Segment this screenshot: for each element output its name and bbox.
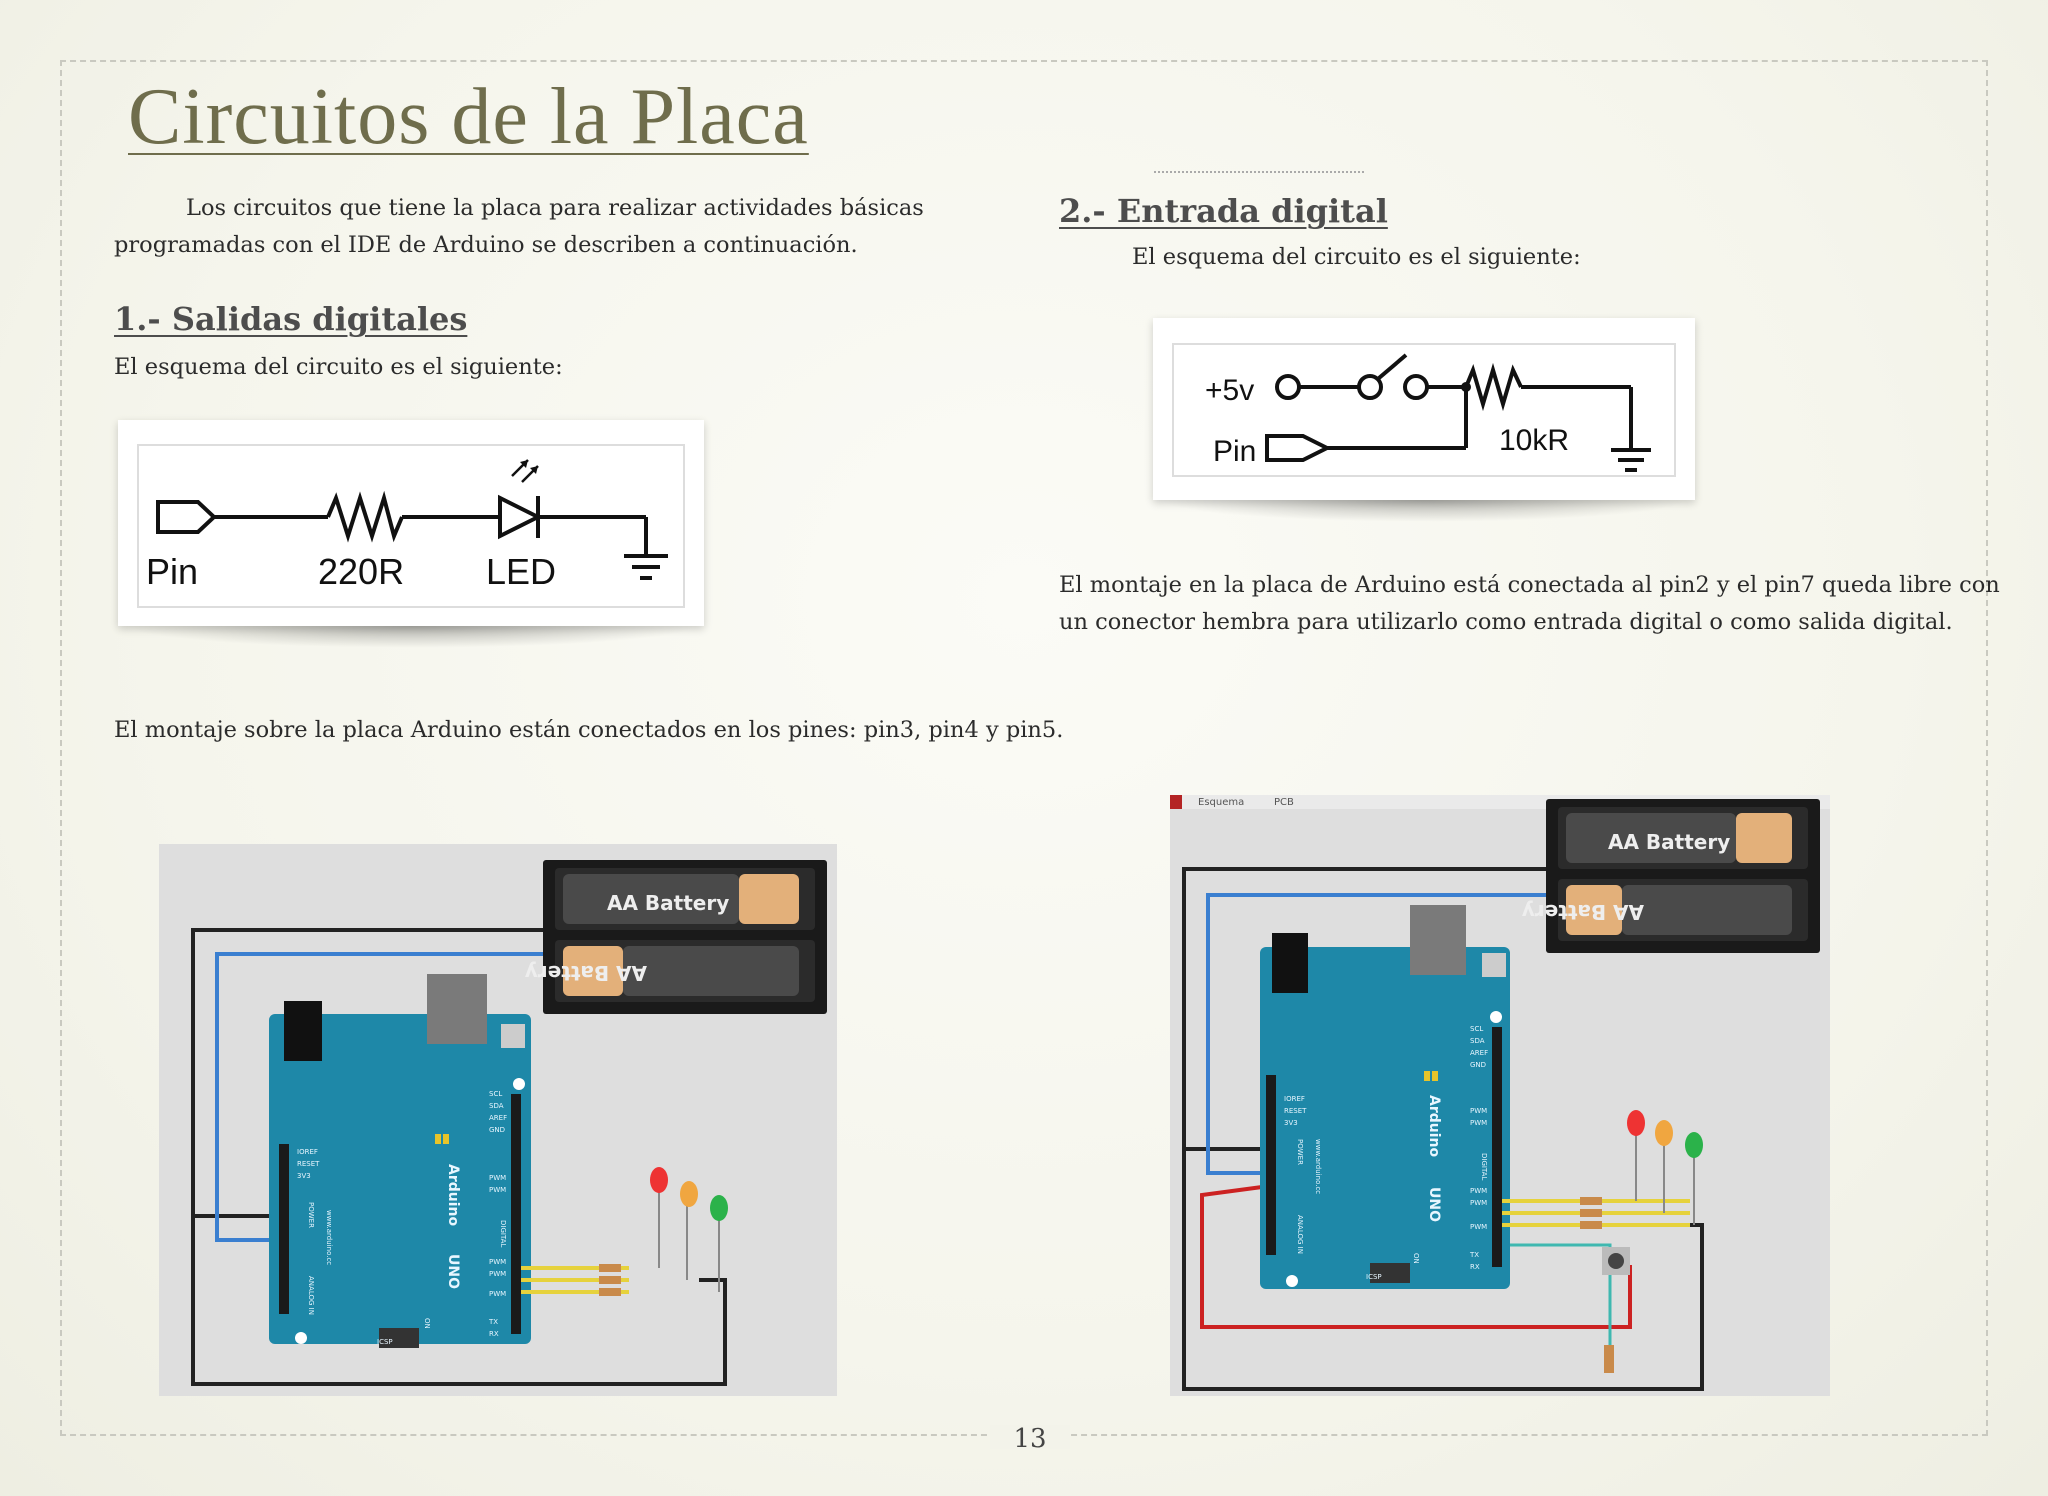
pwm-label-2: PWM (489, 1186, 506, 1194)
label-digital: DIGITAL (499, 1220, 507, 1247)
board-brand: Arduino (1426, 1095, 1442, 1157)
tx-label: TX (488, 1318, 498, 1326)
pin-aref-label: AREF (489, 1114, 507, 1122)
resistor-220r-label: 220R (318, 551, 404, 592)
pin-sda-label: SDA (1470, 1037, 1485, 1045)
pin-reset-label: RESET (297, 1160, 320, 1168)
rx-label: RX (1470, 1263, 1480, 1271)
pwm-label-4: PWM (489, 1270, 506, 1278)
pwm-label-2: PWM (1470, 1119, 1487, 1127)
on-label: ON (423, 1318, 431, 1329)
vcc-label: +5v (1205, 374, 1254, 407)
pin-ioref-label: IOREF (297, 1148, 318, 1156)
board-model: UNO (1426, 1187, 1442, 1222)
battery-label-top: AA Battery (607, 891, 729, 915)
icsp-label: ICSP (377, 1338, 393, 1346)
pin-scl-label: SCL (489, 1090, 502, 1098)
schematic-digital-input: +5v Pin 10kR (1153, 318, 1695, 522)
pin-label: Pin (1213, 435, 1256, 468)
section-2-montaje-line-1: El montaje en la placa de Arduino está c… (1059, 572, 2000, 598)
board-site: www.arduino.cc (1314, 1139, 1322, 1194)
section-1-montaje-text: El montaje sobre la placa Arduino están … (114, 717, 1064, 743)
pin-ioref-label: IOREF (1284, 1095, 1305, 1103)
resistor-10kr-label: 10kR (1499, 424, 1569, 457)
divider-dotted (1154, 171, 1364, 173)
pin-label: Pin (146, 551, 198, 592)
label-analog-in: ANALOG IN (1296, 1215, 1304, 1254)
pin-aref-label: AREF (1470, 1049, 1488, 1057)
pwm-label-5: PWM (1470, 1223, 1487, 1231)
label-analog-in: ANALOG IN (307, 1276, 315, 1315)
on-label: ON (1412, 1253, 1420, 1264)
page-title: Circuitos de la Placa (128, 73, 809, 161)
battery-label-bottom: AA Battery (1522, 900, 1644, 924)
section-2-subtitle: El esquema del circuito es el siguiente: (1132, 244, 1581, 270)
page-number-background (990, 1425, 1070, 1449)
board-model: UNO (445, 1254, 461, 1289)
pwm-label-3: PWM (489, 1258, 506, 1266)
battery-label-top: AA Battery (1608, 830, 1730, 854)
section-1-heading: 1.- Salidas digitales (114, 300, 468, 338)
pin-gnd-label: GND (489, 1126, 505, 1134)
label-power: POWER (1296, 1139, 1304, 1165)
tab-esquema[interactable]: Esquema (1198, 797, 1244, 808)
board-brand: Arduino (445, 1164, 461, 1226)
section-2-heading: 2.- Entrada digital (1059, 192, 1388, 230)
tab-pcb[interactable]: PCB (1274, 797, 1294, 808)
rx-label: RX (489, 1330, 499, 1338)
board-site: www.arduino.cc (325, 1210, 333, 1265)
led-label: LED (486, 551, 556, 592)
icsp-label: ICSP (1366, 1273, 1382, 1281)
pin-sda-label: SDA (489, 1102, 504, 1110)
pwm-label-3: PWM (1470, 1187, 1487, 1195)
label-power: POWER (307, 1202, 315, 1228)
intro-line-1: Los circuitos que tiene la placa para re… (186, 195, 924, 221)
pwm-label-4: PWM (1470, 1199, 1487, 1207)
page-number: 13 (1013, 1424, 1047, 1454)
section-2-montaje-line-2: un conector hembra para utilizarlo como … (1059, 609, 1953, 635)
schematic-digital-output: Pin 220R LED (118, 420, 704, 648)
pwm-label-1: PWM (489, 1174, 506, 1182)
breadboard-digital-input: Esquema PCB AA Battery AA Battery Arduin… (1170, 795, 1830, 1396)
pin-scl-label: SCL (1470, 1025, 1483, 1033)
pwm-label-1: PWM (1470, 1107, 1487, 1115)
pwm-label-5: PWM (489, 1290, 506, 1298)
section-1-subtitle: El esquema del circuito es el siguiente: (114, 354, 563, 380)
pin-3v3-label: 3V3 (1284, 1119, 1298, 1127)
pin-3v3-label: 3V3 (297, 1172, 311, 1180)
pin-gnd-label: GND (1470, 1061, 1486, 1069)
intro-line-2: programadas con el IDE de Arduino se des… (114, 232, 858, 258)
pin-reset-label: RESET (1284, 1107, 1307, 1115)
breadboard-digital-output: AA Battery AA Battery Arduino UNO www.ar… (159, 844, 837, 1396)
label-digital: DIGITAL (1480, 1153, 1488, 1180)
battery-label-bottom: AA Battery (525, 961, 647, 985)
tx-label: TX (1469, 1251, 1479, 1259)
